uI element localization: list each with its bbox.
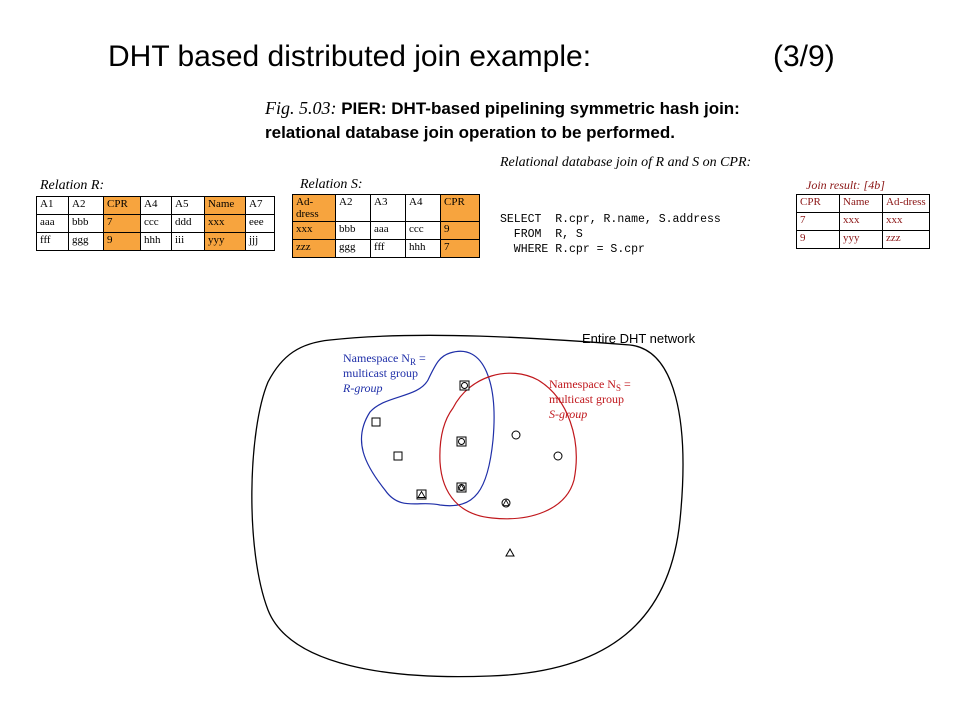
r-group-region (360, 350, 495, 507)
r-node-square-triangle (416, 489, 427, 500)
s-group-label-line1: Namespace NS = (549, 377, 631, 393)
node-triangle (505, 547, 515, 557)
table-header-cell: A1 (36, 196, 69, 215)
table-cell: ddd (171, 214, 205, 233)
sql-line: WHERE R.cpr = S.cpr (500, 243, 645, 256)
caption-line-2: relational database join operation to be… (265, 123, 675, 142)
table-cell: aaa (370, 221, 406, 240)
relation-s-label: Relation S: (300, 177, 363, 192)
table-cell: 9 (103, 232, 141, 251)
table-header-cell: A7 (245, 196, 275, 215)
dht-network-boundary (251, 334, 684, 678)
table-cell: yyy (839, 230, 883, 249)
s-group-label-line2: multicast group (549, 392, 624, 406)
r-node-square (371, 417, 381, 427)
table-cell: eee (245, 214, 275, 233)
table-cell: bbb (335, 221, 371, 240)
join-result-label: Join result: [4b] (806, 178, 885, 192)
rs-node-square-circle (459, 380, 470, 391)
sql-line: FROM R, S (500, 228, 583, 241)
rs-node-square-circle-triangle (456, 482, 467, 493)
sql-line: SELECT R.cpr, R.name, S.address (500, 213, 721, 226)
figure-caption: Fig. 5.03: PIER: DHT-based pipelining sy… (265, 96, 740, 145)
table-cell: xxx (292, 221, 336, 240)
r-group-label-line3: R-group (342, 381, 383, 395)
table-header-cell: Ad-dress (882, 194, 930, 213)
relation-r-label: Relation R: (40, 178, 105, 193)
caption-line-1: Fig. 5.03: PIER: DHT-based pipelining sy… (265, 96, 740, 121)
caption-line-1-text: PIER: DHT-based pipelining symmetric has… (336, 99, 740, 118)
table-cell: xxx (204, 214, 246, 233)
r-group-label-line2: multicast group (343, 366, 418, 380)
table-cell: 7 (440, 239, 480, 258)
rs-node-square-circle (456, 436, 467, 447)
s-node-circle (553, 451, 563, 461)
s-node-circle-triangle (501, 498, 511, 508)
slide-title: DHT based distributed join example: (3/9) (108, 40, 835, 74)
table-cell: yyy (204, 232, 246, 251)
table-cell: zzz (882, 230, 930, 249)
r-node-square (393, 451, 403, 461)
title-text: DHT based distributed join example: (108, 40, 592, 73)
table-cell: 9 (440, 221, 480, 240)
table-header-cell: A4 (405, 194, 441, 222)
table-cell: zzz (292, 239, 336, 258)
network-label: Entire DHT network (582, 331, 696, 346)
s-node-circle (511, 430, 521, 440)
figure-reference: Fig. 5.03: (265, 98, 337, 118)
sql-query: SELECT R.cpr, R.name, S.address FROM R, … (500, 212, 721, 257)
join-description: Relational database join of R and S on C… (500, 155, 752, 170)
table-cell: ccc (140, 214, 172, 233)
s-group-region (439, 372, 577, 520)
s-group-label-line3: S-group (549, 407, 587, 421)
page-number: (3/9) (773, 40, 835, 73)
table-cell: jjj (245, 232, 275, 251)
table-header-cell: A2 (335, 194, 371, 222)
table-header-cell: CPR (440, 194, 480, 222)
r-group-label-line1: Namespace NR = (343, 351, 426, 367)
